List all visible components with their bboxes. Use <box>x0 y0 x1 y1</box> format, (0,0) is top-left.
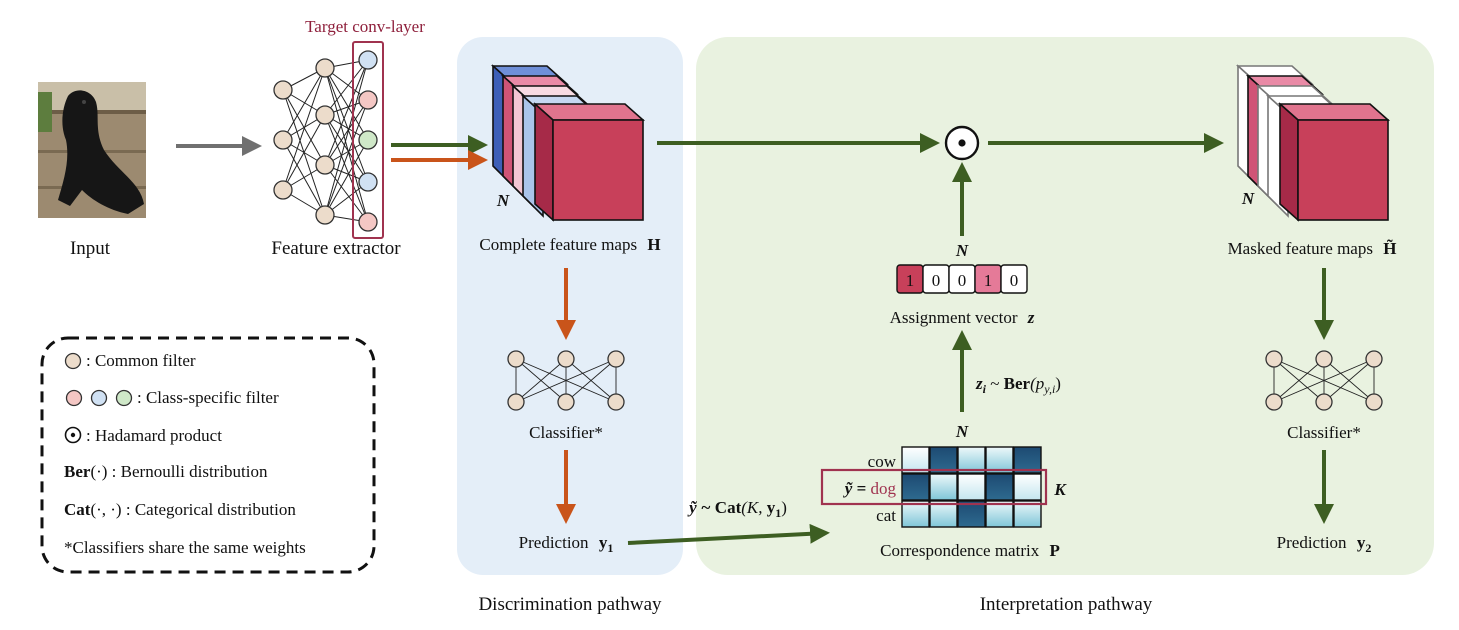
masked-feature-maps-stack <box>1235 64 1391 222</box>
input-image <box>38 82 146 218</box>
legend-class-filter-red-icon <box>65 389 83 407</box>
selected-row-highlight <box>820 468 1048 506</box>
legend-box <box>40 336 376 574</box>
assignment-value: 1 <box>984 271 993 290</box>
hadamard-product-node <box>944 125 980 161</box>
assignment-n-label: N <box>955 241 969 260</box>
complete-maps-n-label: N <box>496 191 510 210</box>
feature-extractor-label: Feature extractor <box>271 238 401 259</box>
target-conv-layer-box <box>352 41 384 239</box>
arrow-prediction-to-matrix <box>627 523 830 545</box>
assignment-vector <box>896 264 1028 294</box>
classifier-left-network <box>507 350 625 411</box>
assignment-value: 1 <box>906 271 915 290</box>
matrix-row-cow: cow <box>868 452 897 471</box>
interpretation-pathway-label: Interpretation pathway <box>980 594 1153 615</box>
legend-categorical: Cat(·, ·) : Categorical distribution <box>64 500 296 519</box>
matrix-n-label: N <box>955 422 969 441</box>
correspondence-matrix-label: Correspondence matrix P <box>880 541 1060 560</box>
masked-maps-n-label: N <box>1241 189 1255 208</box>
legend-hadamard-icon <box>64 426 82 444</box>
prediction-left-label: Prediction y1 <box>519 533 614 555</box>
matrix-k-label: K <box>1053 480 1067 499</box>
correspondence-matrix <box>901 446 1042 528</box>
legend-common-filter: : Common filter <box>86 351 196 370</box>
assignment-value: 0 <box>932 271 941 290</box>
feature-extractor-network <box>282 59 369 223</box>
classifier-right-network <box>1265 350 1383 411</box>
legend-hadamard: : Hadamard product <box>86 426 222 445</box>
assignment-vector-label: Assignment vector z <box>890 308 1035 327</box>
complete-maps-label: Complete feature maps H <box>479 235 660 254</box>
legend-class-filter-green-icon <box>115 389 133 407</box>
classifier-right-label: Classifier* <box>1287 423 1361 442</box>
discrimination-pathway-label: Discrimination pathway <box>478 594 662 615</box>
legend: : Common filter : Class-specific filter … <box>64 351 306 557</box>
sampling-z-label: zi ~ Ber(py,i) <box>975 374 1061 396</box>
assignment-value: 0 <box>1010 271 1019 290</box>
legend-bernoulli: Ber(·) : Bernoulli distribution <box>64 462 268 481</box>
classifier-left-label: Classifier* <box>529 423 603 442</box>
legend-note: *Classifiers share the same weights <box>64 538 306 557</box>
sampling-y-label: ỹ ~ Cat(K, y1) <box>687 498 787 520</box>
legend-common-filter-icon <box>64 352 82 370</box>
masked-maps-label: Masked feature maps H̃ <box>1228 238 1397 258</box>
feature-extractor-nodes <box>273 50 378 232</box>
target-conv-layer-label: Target conv-layer <box>305 17 425 36</box>
complete-feature-maps-stack <box>490 64 646 222</box>
matrix-row-cat: cat <box>876 506 896 525</box>
matrix-row-dog: ỹ = dog <box>843 479 897 498</box>
assignment-value: 0 <box>958 271 967 290</box>
assignment-vector-values: 1 0 0 1 0 <box>906 271 1019 290</box>
legend-class-filter-blue-icon <box>90 389 108 407</box>
prediction-right-label: Prediction y2 <box>1277 533 1372 555</box>
legend-class-specific-filter: : Class-specific filter <box>137 388 279 407</box>
input-label: Input <box>70 238 111 259</box>
